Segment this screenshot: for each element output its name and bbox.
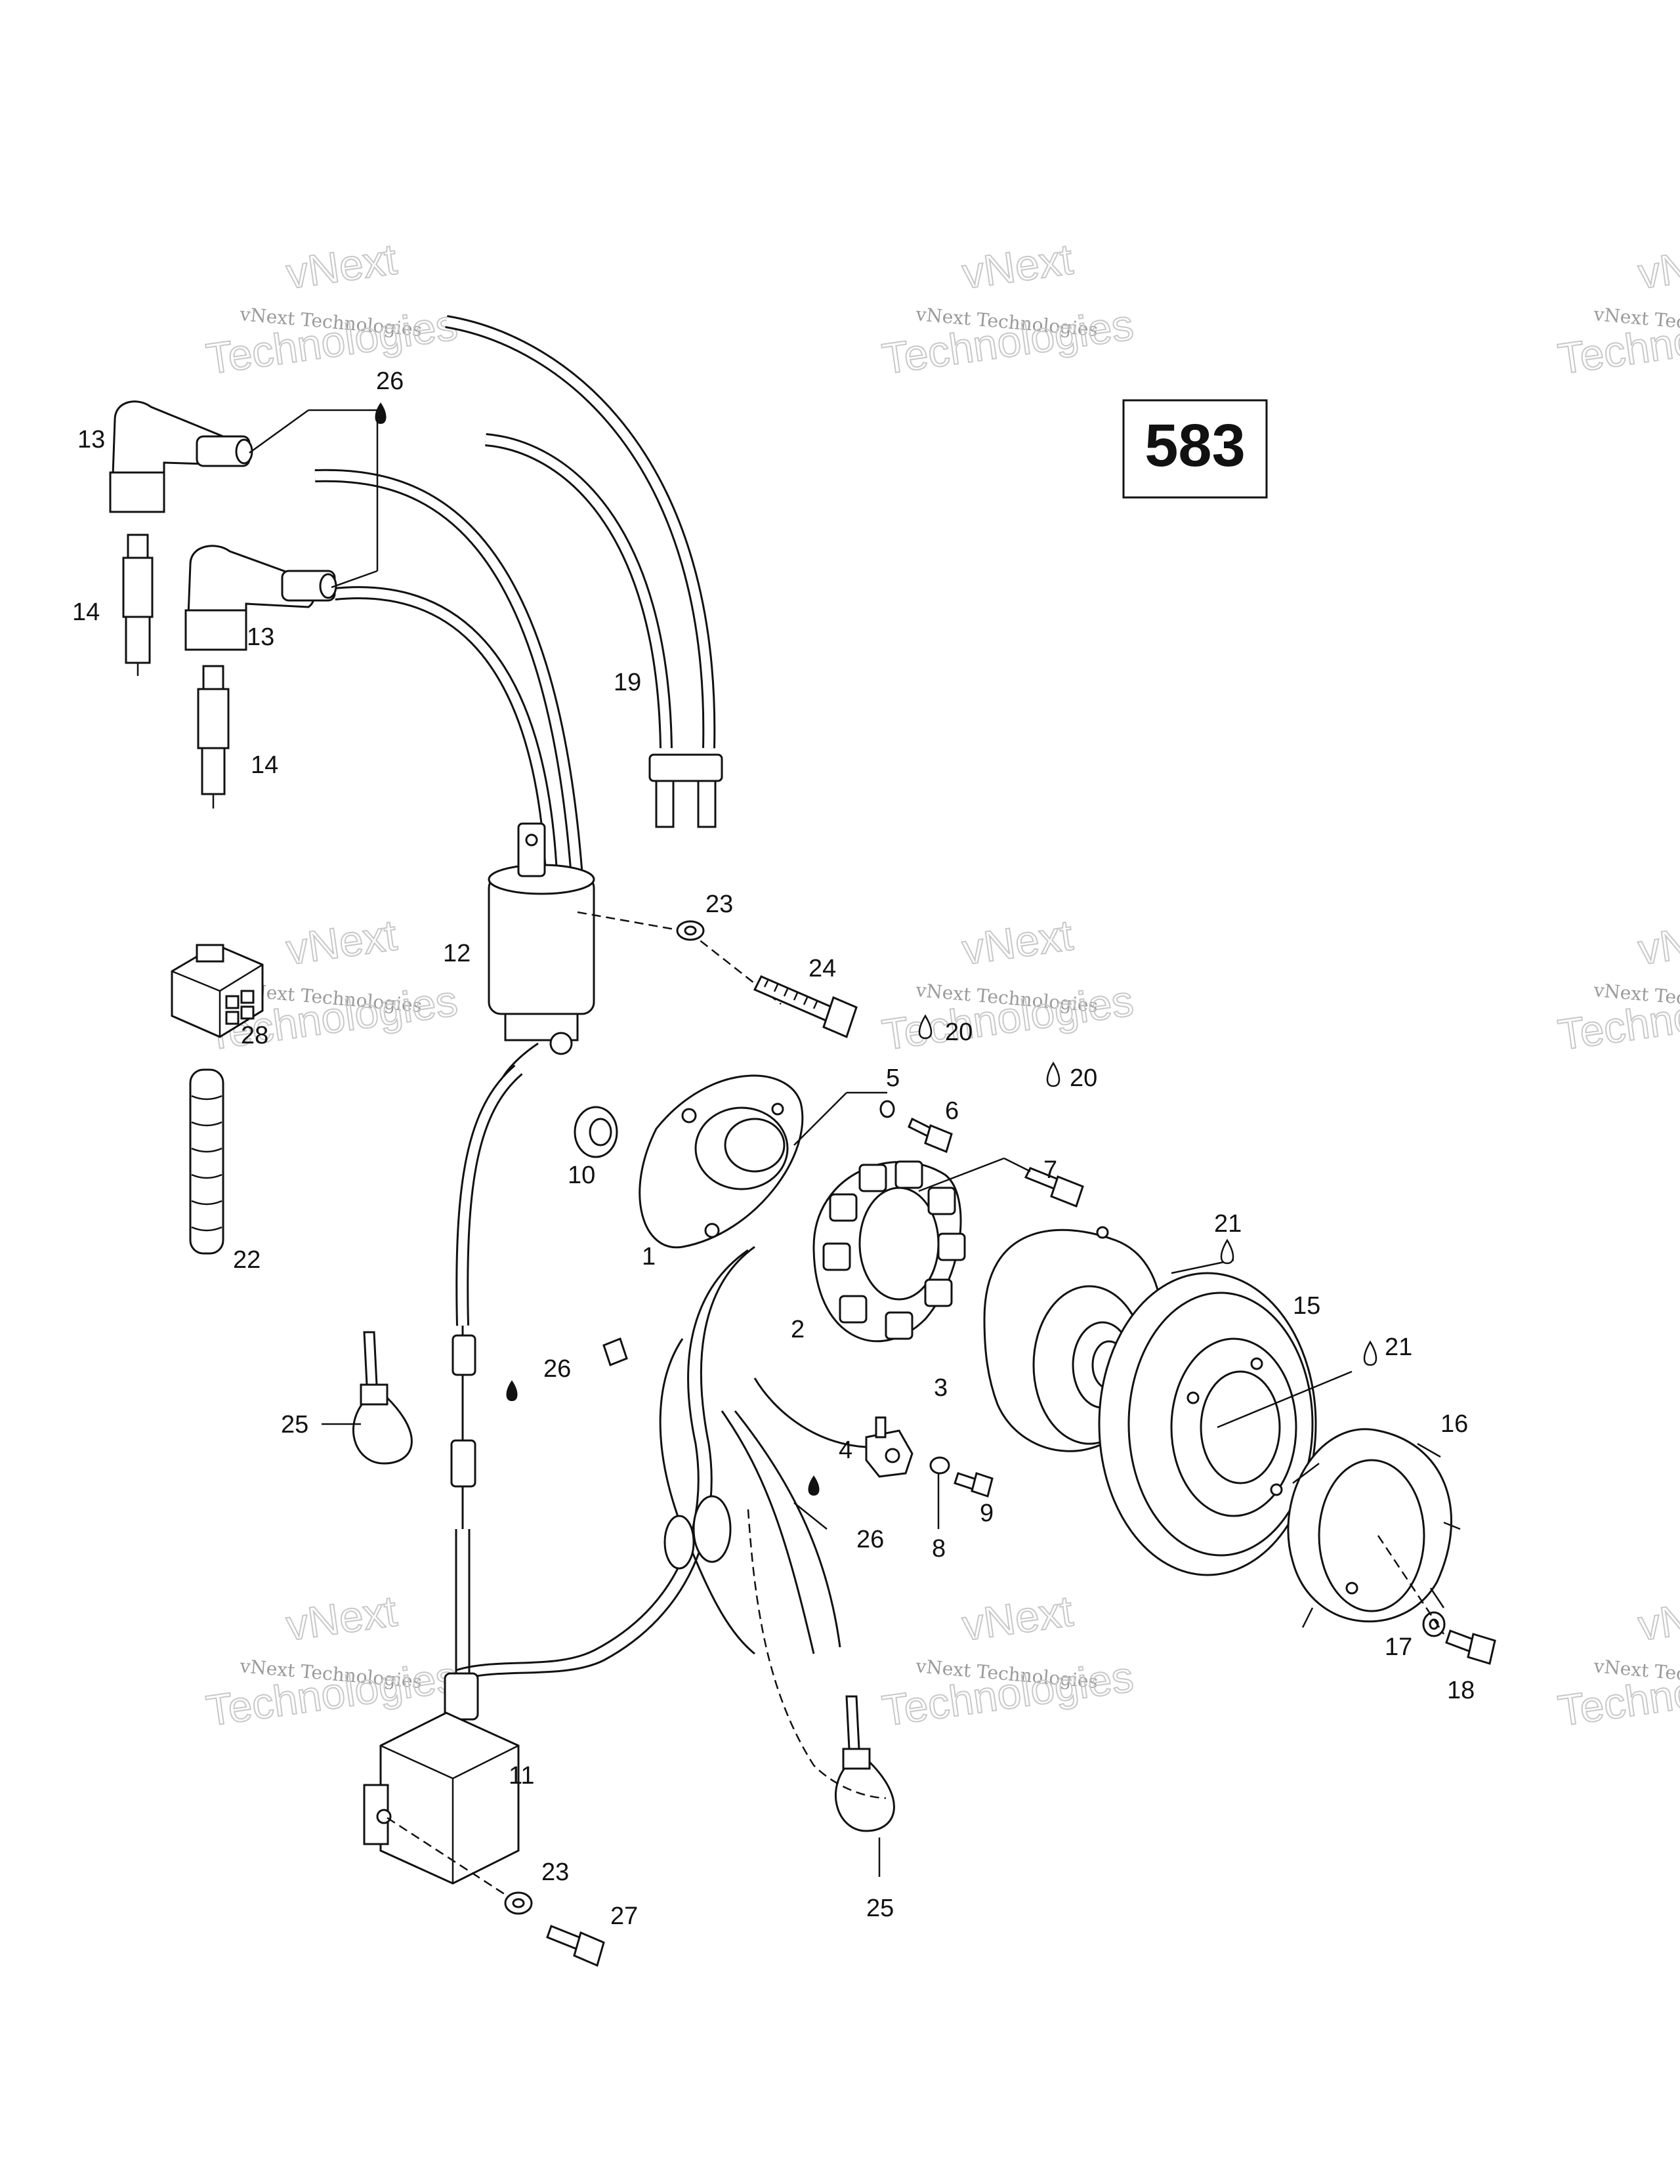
drop-icon-26-mid <box>506 1380 518 1402</box>
page-number-box: 583 <box>1122 399 1268 499</box>
callout-12: 12 <box>443 940 471 967</box>
svg-text:vNext: vNext <box>284 1586 400 1650</box>
cable-tie-left <box>352 1331 413 1465</box>
watermark-mid-right: vNext vNext Technologies Technologies <box>1555 910 1680 1060</box>
callout-13-upper: 13 <box>77 426 105 453</box>
callout-27: 27 <box>610 1902 638 1930</box>
wiring-harness <box>450 1246 887 1799</box>
washer-lower <box>504 1891 533 1915</box>
cdi-module <box>363 1672 520 1885</box>
washer-upper <box>676 920 705 941</box>
callout-1: 1 <box>642 1243 656 1270</box>
watermark-bottom-center: vNext vNext Technologies Technologies <box>879 1586 1137 1736</box>
screw-6 <box>908 1117 953 1154</box>
coil-bolt-centreline <box>688 931 782 1005</box>
watermark-top-center: vNext vNext Technologies Technologies <box>879 234 1137 384</box>
callout-23-lower: 23 <box>541 1858 569 1886</box>
callout-26-top: 26 <box>376 368 404 395</box>
starter-cup-centreline <box>1377 1535 1445 1635</box>
spark-plug-cap-upper <box>109 400 253 513</box>
callout-15: 15 <box>1293 1292 1320 1320</box>
callout-21b: 21 <box>1385 1334 1412 1361</box>
callout-19: 19 <box>614 669 641 696</box>
callout-25-right: 25 <box>866 1895 894 1922</box>
svg-text:vNext: vNext <box>1635 234 1680 298</box>
cable-tie-right <box>835 1695 895 1832</box>
callout-4: 4 <box>839 1437 852 1464</box>
callout-8: 8 <box>932 1535 946 1563</box>
svg-text:vNext: vNext <box>959 1586 1076 1650</box>
callout-20b: 20 <box>1070 1064 1097 1092</box>
cdi-bolt <box>546 1925 605 1967</box>
washer-8 <box>929 1456 950 1475</box>
svg-text:vNext: vNext <box>284 910 400 974</box>
spark-plug-upper <box>122 534 154 676</box>
watermark-bottom-left: vNext vNext Technologies Technologies <box>203 1586 461 1736</box>
watermark-mid-center: vNext vNext Technologies Technologies <box>879 910 1137 1060</box>
callout-21a: 21 <box>1214 1210 1242 1238</box>
watermark-top-right: vNext vNext Technologies Technologies <box>1555 234 1680 384</box>
coil-ground-wire <box>455 1064 523 1326</box>
drop-icon-20a <box>918 1014 933 1040</box>
callout-23-upper: 23 <box>705 891 733 918</box>
watermark-top-left: vNext vNext Technologies Technologies <box>203 234 461 384</box>
callout-10: 10 <box>568 1162 595 1189</box>
drop-icon-21b <box>1363 1340 1377 1366</box>
leader-26-top <box>249 402 387 589</box>
svg-text:vNext: vNext <box>1635 1586 1680 1650</box>
coil-mount-centreline <box>577 911 690 933</box>
high-tension-wires <box>314 315 723 887</box>
page-number: 583 <box>1144 412 1246 479</box>
spark-plug-lower <box>197 665 230 808</box>
callout-26-mid: 26 <box>543 1355 571 1383</box>
grommet <box>574 1106 618 1158</box>
coil-bolt <box>753 975 858 1039</box>
connector-housing <box>171 944 264 1038</box>
trigger-coil-plate <box>639 1074 804 1249</box>
callout-28: 28 <box>241 1022 268 1049</box>
callout-16: 16 <box>1440 1410 1468 1438</box>
washer-5 <box>879 1100 895 1118</box>
cdi-mount-centreline <box>387 1816 519 1904</box>
drop-icon-21a <box>1220 1238 1234 1265</box>
watermark-bottom-right: vNext vNext Technologies Technologies <box>1555 1586 1680 1736</box>
washer-17 <box>1422 1611 1446 1637</box>
callout-5: 5 <box>886 1064 900 1092</box>
callout-18: 18 <box>1447 1677 1475 1704</box>
bolt-18 <box>1445 1629 1496 1665</box>
protective-sleeve <box>189 1068 224 1255</box>
callout-7: 7 <box>1043 1156 1057 1184</box>
callout-14-upper: 14 <box>72 598 100 626</box>
callout-3: 3 <box>934 1374 948 1402</box>
svg-text:vNext: vNext <box>1635 910 1680 974</box>
callout-2: 2 <box>791 1316 805 1343</box>
starter-cup <box>1287 1428 1461 1628</box>
svg-text:vNext: vNext <box>284 234 400 298</box>
stator <box>812 1160 966 1343</box>
callout-9: 9 <box>980 1500 994 1527</box>
spark-plug-cap-lower <box>184 545 337 651</box>
screw-7 <box>1024 1167 1084 1208</box>
callout-24: 24 <box>808 955 836 982</box>
leader-lines <box>322 1091 1353 1877</box>
callout-20a: 20 <box>945 1018 973 1046</box>
drop-icon-26-low <box>808 1475 820 1496</box>
screw-9 <box>954 1472 994 1498</box>
ignition-coil <box>488 822 595 1090</box>
callout-25-left: 25 <box>281 1411 308 1438</box>
timing-sensor <box>753 1377 914 1478</box>
callout-26-low: 26 <box>856 1526 884 1553</box>
drop-icon-20b <box>1046 1061 1060 1087</box>
callout-6: 6 <box>945 1097 959 1125</box>
callout-11: 11 <box>509 1762 534 1790</box>
callout-22: 22 <box>233 1246 261 1274</box>
callout-14-lower: 14 <box>251 751 278 779</box>
callout-17: 17 <box>1385 1633 1412 1661</box>
callout-13-lower: 13 <box>247 623 274 651</box>
pulley <box>1098 1272 1317 1576</box>
svg-text:vNext: vNext <box>959 910 1076 974</box>
svg-text:vNext: vNext <box>959 234 1076 298</box>
